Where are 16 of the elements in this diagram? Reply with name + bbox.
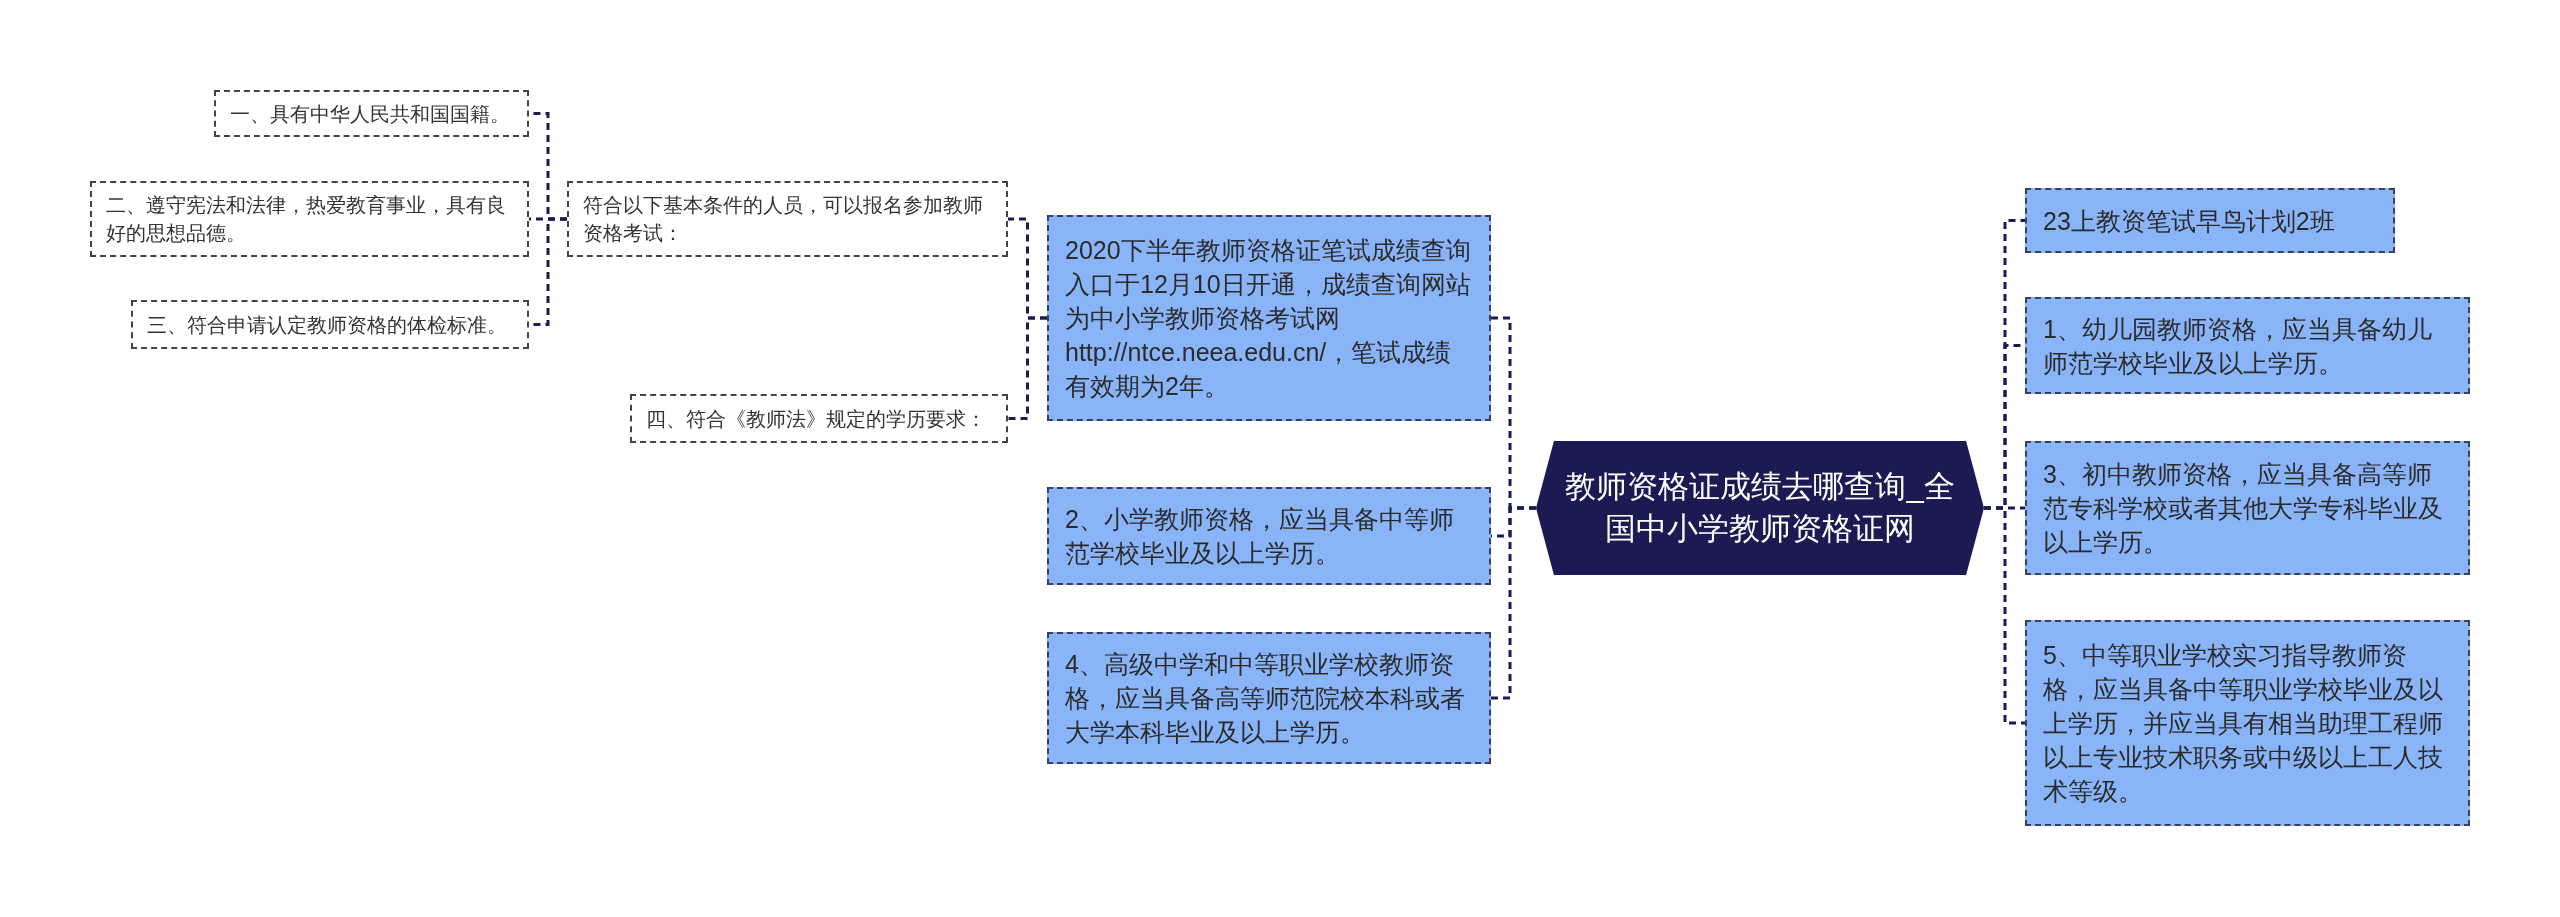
- info-box: 1、幼儿园教师资格，应当具备幼儿师范学校毕业及以上学历。: [2025, 297, 2470, 394]
- info-box: 2、小学教师资格，应当具备中等师范学校毕业及以上学历。: [1047, 487, 1491, 585]
- info-box: 3、初中教师资格，应当具备高等师范专科学校或者其他大学专科毕业及以上学历。: [2025, 441, 2470, 575]
- connector-line: [1491, 506, 1536, 700]
- connector-line: [1984, 506, 2025, 725]
- connector-line: [1008, 316, 1047, 420]
- info-box: 4、高级中学和中等职业学校教师资格，应当具备高等师范院校本科或者大学本科毕业及以上学历。: [1047, 632, 1491, 764]
- text-box: 一、具有中华人民共和国国籍。: [214, 90, 529, 137]
- info-box: 23上教资笔试早鸟计划2班: [2025, 188, 2395, 253]
- text-box: 二、遵守宪法和法律，热爱教育事业，具有良好的思想品德。: [90, 181, 529, 257]
- text-box: 符合以下基本条件的人员，可以报名参加教师资格考试：: [567, 181, 1008, 257]
- info-box: 2020下半年教师资格证笔试成绩查询入口于12月10日开通，成绩查询网站为中小学教师资格考试网http://ntce.neea.edu.cn/，笔试成绩有效期为2年。: [1047, 215, 1491, 421]
- info-box: 5、中等职业学校实习指导教师资格，应当具备中等职业学校毕业及以上学历，并应当具有相当助理工程师以上专业技术职务或中级以上工人技术等级。: [2025, 620, 2470, 826]
- text-box: 四、符合《教师法》规定的学历要求：: [630, 394, 1008, 443]
- text-box: 三、符合申请认定教师资格的体检标准。: [131, 300, 529, 349]
- topic-box: 教师资格证成绩去哪查询_全国中小学教师资格证网: [1536, 441, 1984, 575]
